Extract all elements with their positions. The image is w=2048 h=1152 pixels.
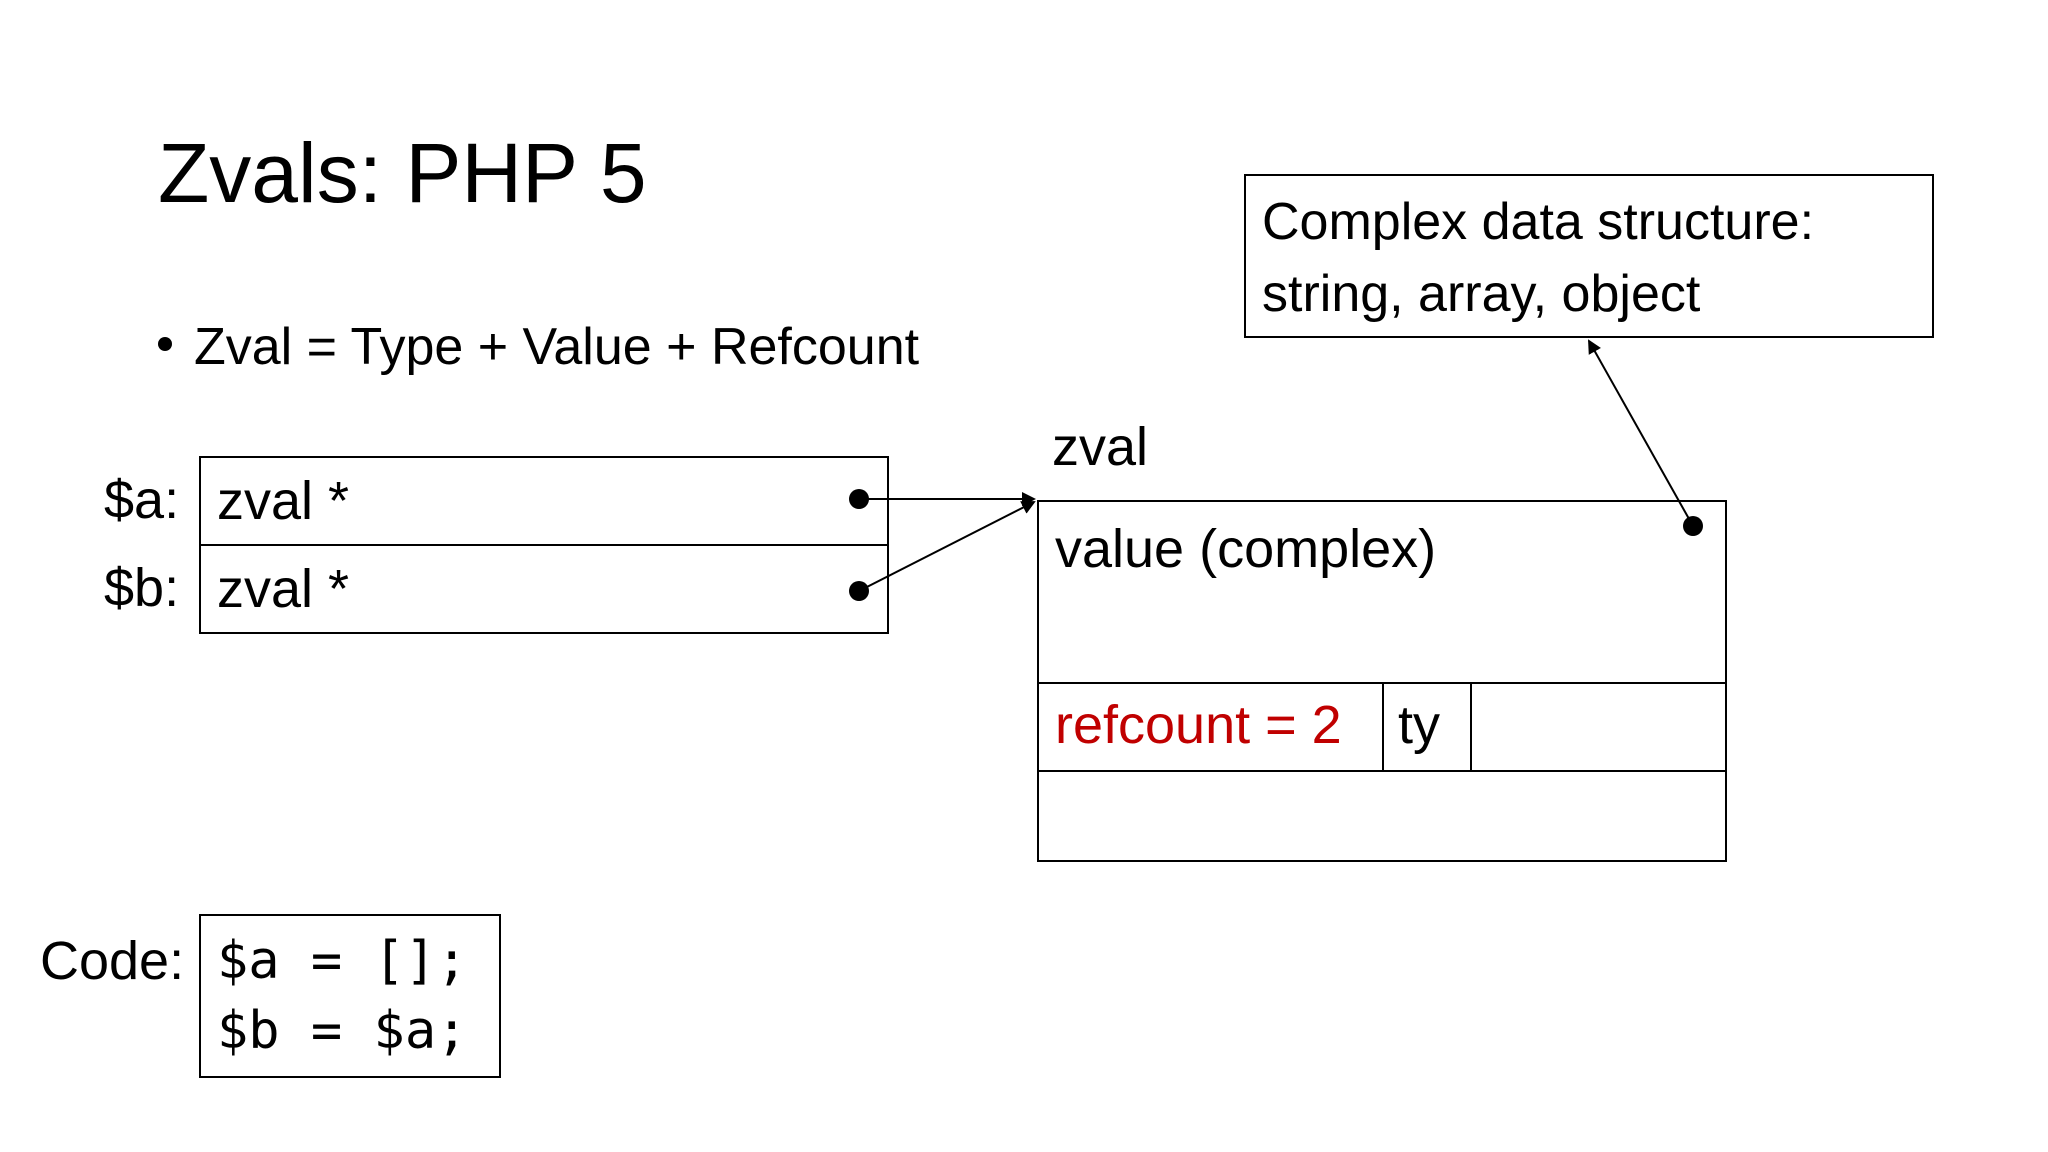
refcount-text: refcount = 2: [1055, 695, 1342, 755]
zval-meta-row: refcount = 2 ty: [1039, 682, 1725, 772]
refcount-cell: refcount = 2: [1039, 684, 1384, 770]
callout-text: Complex data structure: string, array, o…: [1262, 186, 1814, 330]
pointer-row-b: zval *: [201, 546, 887, 634]
pointer-row-a: zval *: [201, 458, 887, 546]
bullet-point: Zval = Type + Value + Refcount: [158, 312, 919, 382]
pointer-cell-a: zval *: [217, 471, 350, 531]
arrow-value-to-callout: [1588, 339, 1694, 527]
callout-line-1: Complex data structure:: [1262, 193, 1815, 251]
zval-box: value (complex) refcount = 2 ty: [1037, 500, 1727, 862]
zval-value-field: value (complex): [1055, 519, 1437, 579]
pointer-cell-b: zval *: [217, 559, 350, 619]
pointer-table: zval * zval *: [199, 456, 889, 634]
arrow-b-to-zval: [858, 501, 1036, 592]
complex-structure-callout: Complex data structure: string, array, o…: [1244, 174, 1934, 338]
type-cell: ty: [1384, 684, 1472, 770]
code-line-2: $b = $a;: [217, 1001, 468, 1061]
bullet-dot-icon: [158, 337, 172, 352]
code-line-1: $a = [];: [217, 931, 468, 991]
callout-line-2: string, array, object: [1262, 265, 1701, 323]
type-text: ty: [1398, 695, 1441, 755]
code-label: Code:: [40, 931, 185, 991]
code-box: $a = []; $b = $a;: [199, 914, 501, 1078]
slide-title: Zvals: PHP 5: [158, 126, 647, 220]
zval-label: zval: [1052, 417, 1149, 477]
var-label-a: $a:: [104, 470, 180, 530]
var-label-b: $b:: [104, 558, 180, 618]
bullet-text: Zval = Type + Value + Refcount: [194, 318, 920, 376]
